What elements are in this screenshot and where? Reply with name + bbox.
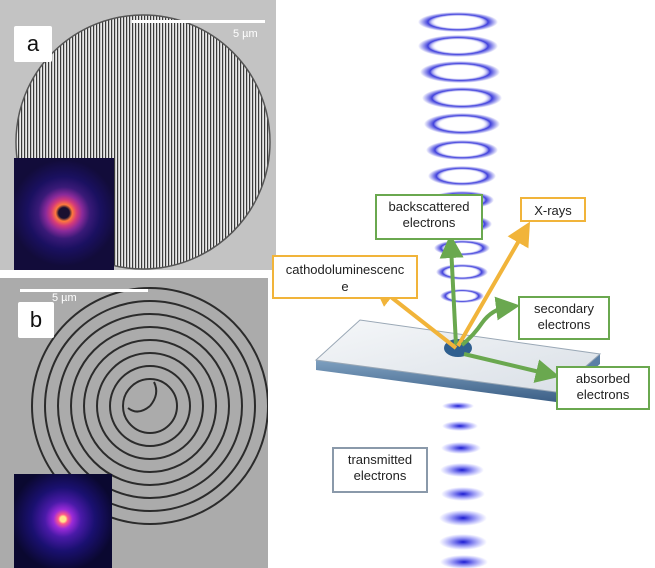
scale-bar-b xyxy=(20,289,148,292)
incident-beam xyxy=(418,12,502,303)
backscattered-electrons-label: backscattered electrons xyxy=(375,194,483,240)
scale-label-b: 5 µm xyxy=(52,292,77,304)
scale-bar-a xyxy=(132,20,265,23)
panel-a: a 5 µm xyxy=(0,0,276,270)
cathodoluminescence-label: cathodoluminescenc e xyxy=(272,255,418,299)
transmitted-beam xyxy=(439,402,488,568)
panel-a-label: a xyxy=(14,26,52,62)
secondary-electrons-label: secondary electrons xyxy=(518,296,610,340)
inset-a-diffraction-image xyxy=(14,158,114,270)
inset-b-diffraction-image xyxy=(14,474,112,568)
panel-b-label: b xyxy=(18,302,54,338)
scale-label-a: 5 µm xyxy=(233,28,258,40)
x-rays-label: X-rays xyxy=(520,197,586,222)
emission-arrows xyxy=(372,221,560,383)
transmitted-electrons-label: transmitted electrons xyxy=(332,447,428,493)
absorbed-electrons-label: absorbed electrons xyxy=(556,366,650,410)
panel-b: b 5 µm xyxy=(0,278,268,568)
